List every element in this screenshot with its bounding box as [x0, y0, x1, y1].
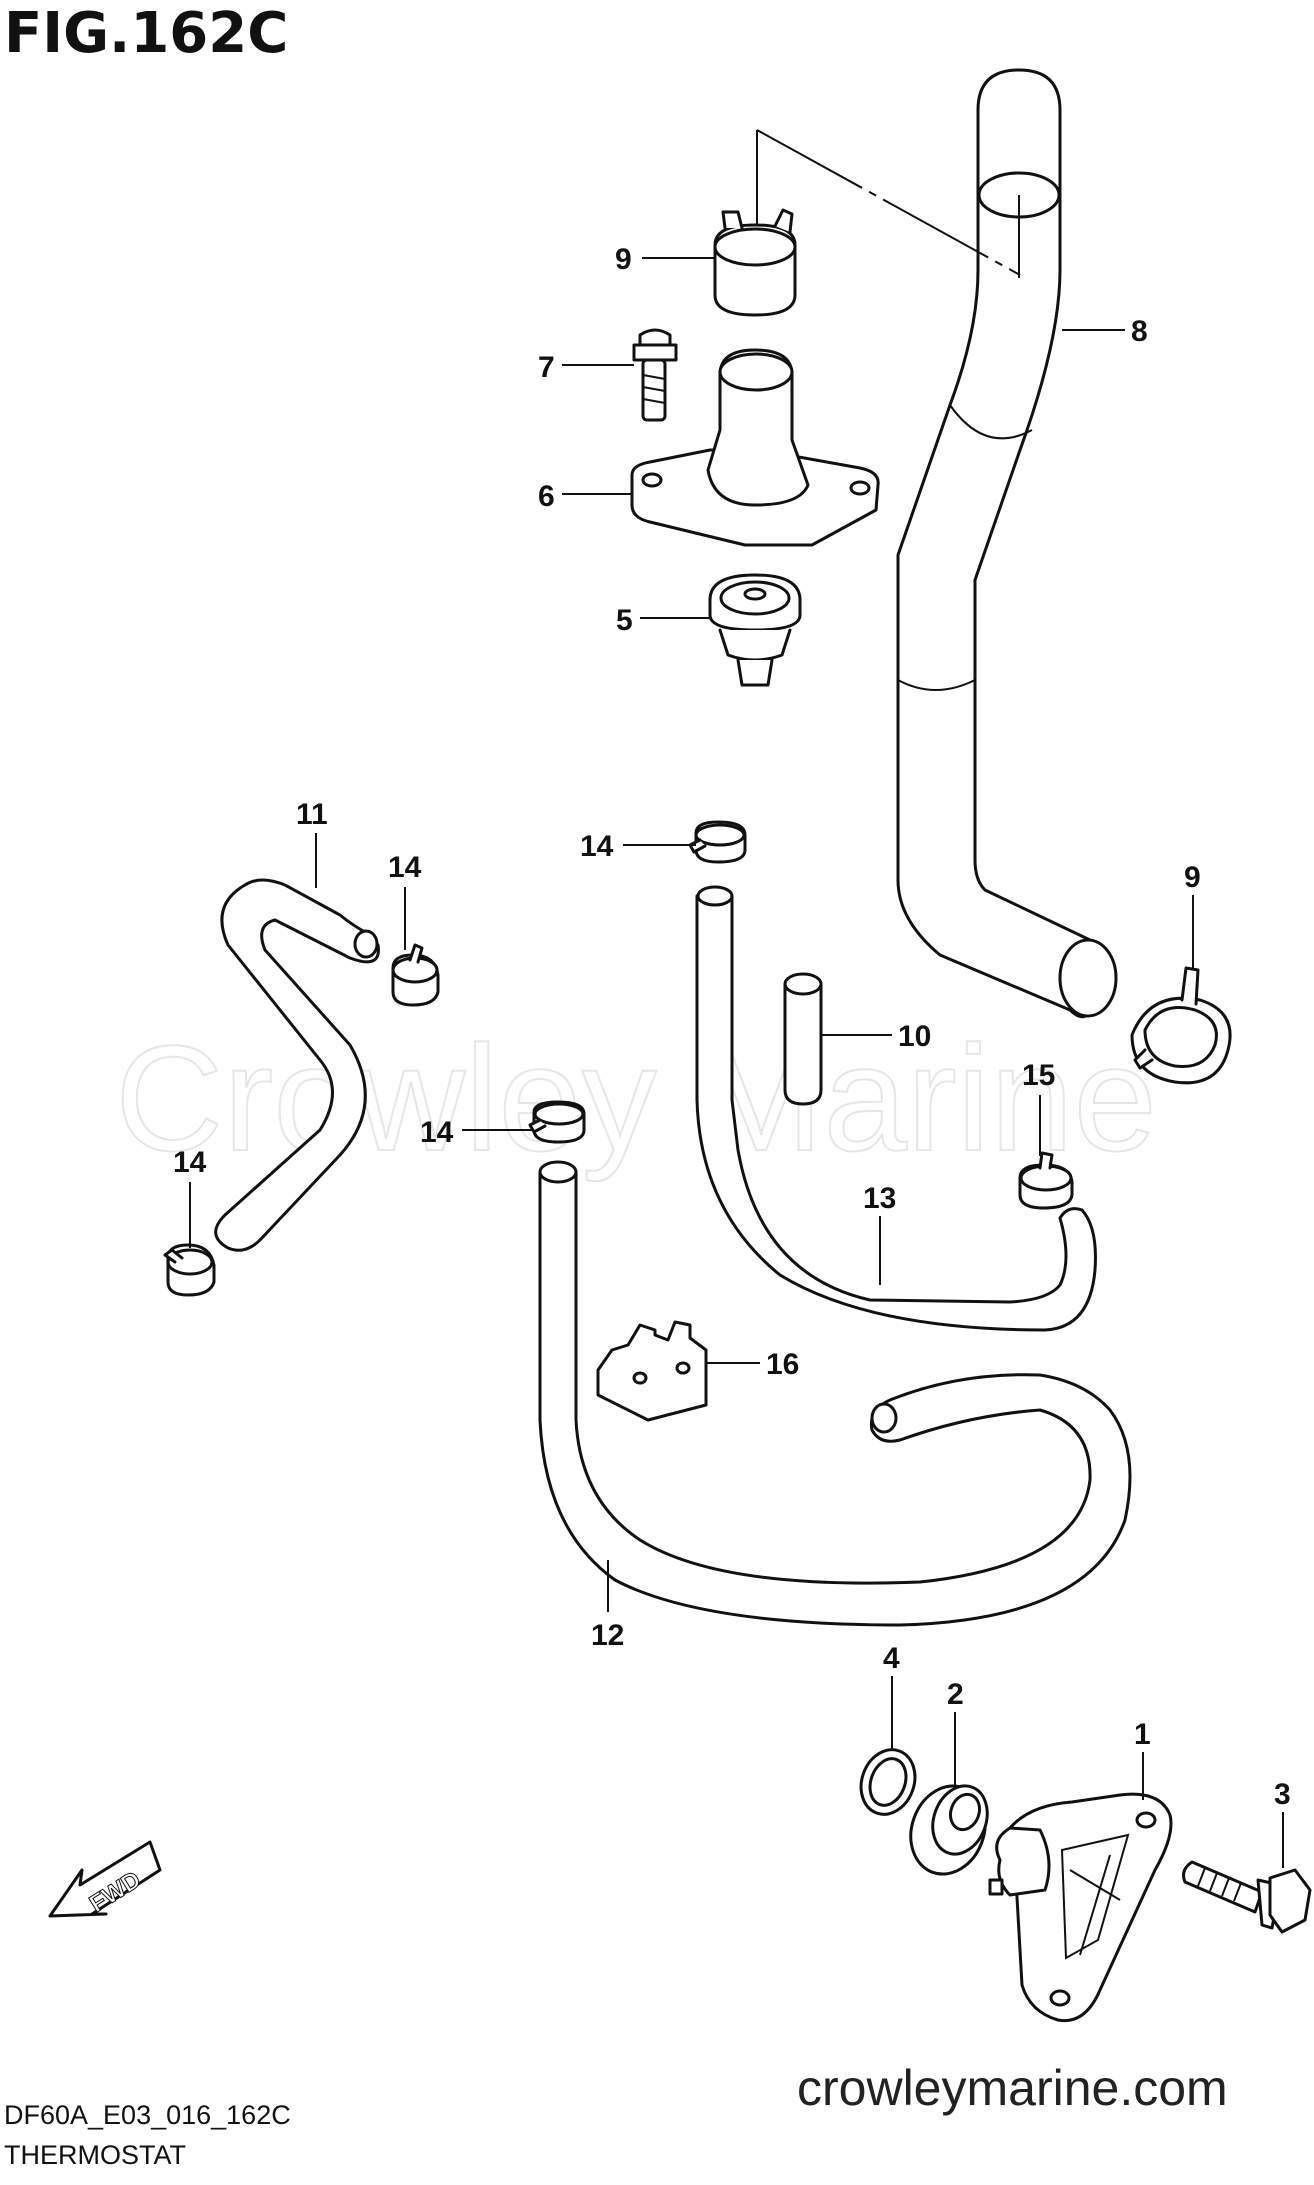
part-4-o-ring[interactable]	[852, 1742, 923, 1822]
callout-9-upper: 9	[615, 243, 632, 276]
assembly-line	[756, 129, 1021, 276]
figure-caption: THERMOSTAT	[4, 2140, 186, 2170]
part-11-hose[interactable]	[214, 878, 380, 1252]
callout-14-d: 14	[173, 1146, 207, 1179]
callout-6: 6	[538, 480, 555, 513]
callout-14-b: 14	[580, 830, 614, 863]
callout-15: 15	[1022, 1059, 1055, 1092]
figure-title: FIG.162C	[4, 1, 288, 66]
callout-8: 8	[1131, 315, 1148, 348]
part-14-clamp-d[interactable]	[163, 1243, 216, 1297]
callout-10: 10	[898, 1020, 931, 1053]
part-3-bolt[interactable]	[1182, 1860, 1312, 1934]
callout-3: 3	[1274, 1778, 1291, 1811]
callout-14-c: 14	[420, 1116, 454, 1149]
part-1-housing[interactable]	[988, 1792, 1173, 2023]
callouts: 9 8 7 6 5 11 14 14 14 14 9 10 15 13 16 1…	[173, 243, 1291, 1811]
callout-2: 2	[947, 1678, 964, 1711]
website-text: crowleymarine.com	[797, 2060, 1228, 2116]
fwd-arrow-icon: FWD	[48, 1840, 162, 1918]
callout-5: 5	[616, 604, 633, 637]
part-7-bolt[interactable]	[632, 328, 678, 422]
part-14-clamp-a[interactable]	[391, 943, 440, 1007]
callout-1: 1	[1134, 1718, 1151, 1751]
part-15-clamp[interactable]	[1018, 1151, 1074, 1210]
figure-code: DF60A_E03_016_162C	[4, 2100, 291, 2130]
part-6-thermostat-cover[interactable]	[630, 348, 880, 547]
callout-7: 7	[538, 351, 555, 384]
callout-16: 16	[766, 1348, 799, 1381]
callout-9-lower: 9	[1184, 861, 1201, 894]
callout-11: 11	[296, 798, 328, 831]
part-9-clamp-upper[interactable]	[713, 208, 797, 317]
leader-lines	[189, 257, 1284, 1868]
callout-4: 4	[883, 1642, 900, 1675]
watermark: Crowley Marine	[115, 1014, 1157, 1182]
part-9-clamp-lower[interactable]	[1130, 966, 1232, 1085]
part-5-thermostat[interactable]	[708, 573, 802, 687]
part-2-cap[interactable]	[899, 1775, 997, 1884]
part-14-clamp-b[interactable]	[688, 820, 747, 864]
callout-14-a: 14	[388, 851, 422, 884]
part-13-hose[interactable]	[695, 885, 1097, 1332]
part-8-hose[interactable]	[896, 68, 1118, 1019]
part-14-clamp-c[interactable]	[528, 1100, 586, 1144]
part-12-hose[interactable]	[538, 1160, 1132, 1627]
callout-13: 13	[863, 1182, 896, 1215]
callout-12: 12	[591, 1619, 624, 1652]
part-16-clip[interactable]	[596, 1320, 708, 1422]
part-10-tube[interactable]	[783, 972, 823, 1106]
